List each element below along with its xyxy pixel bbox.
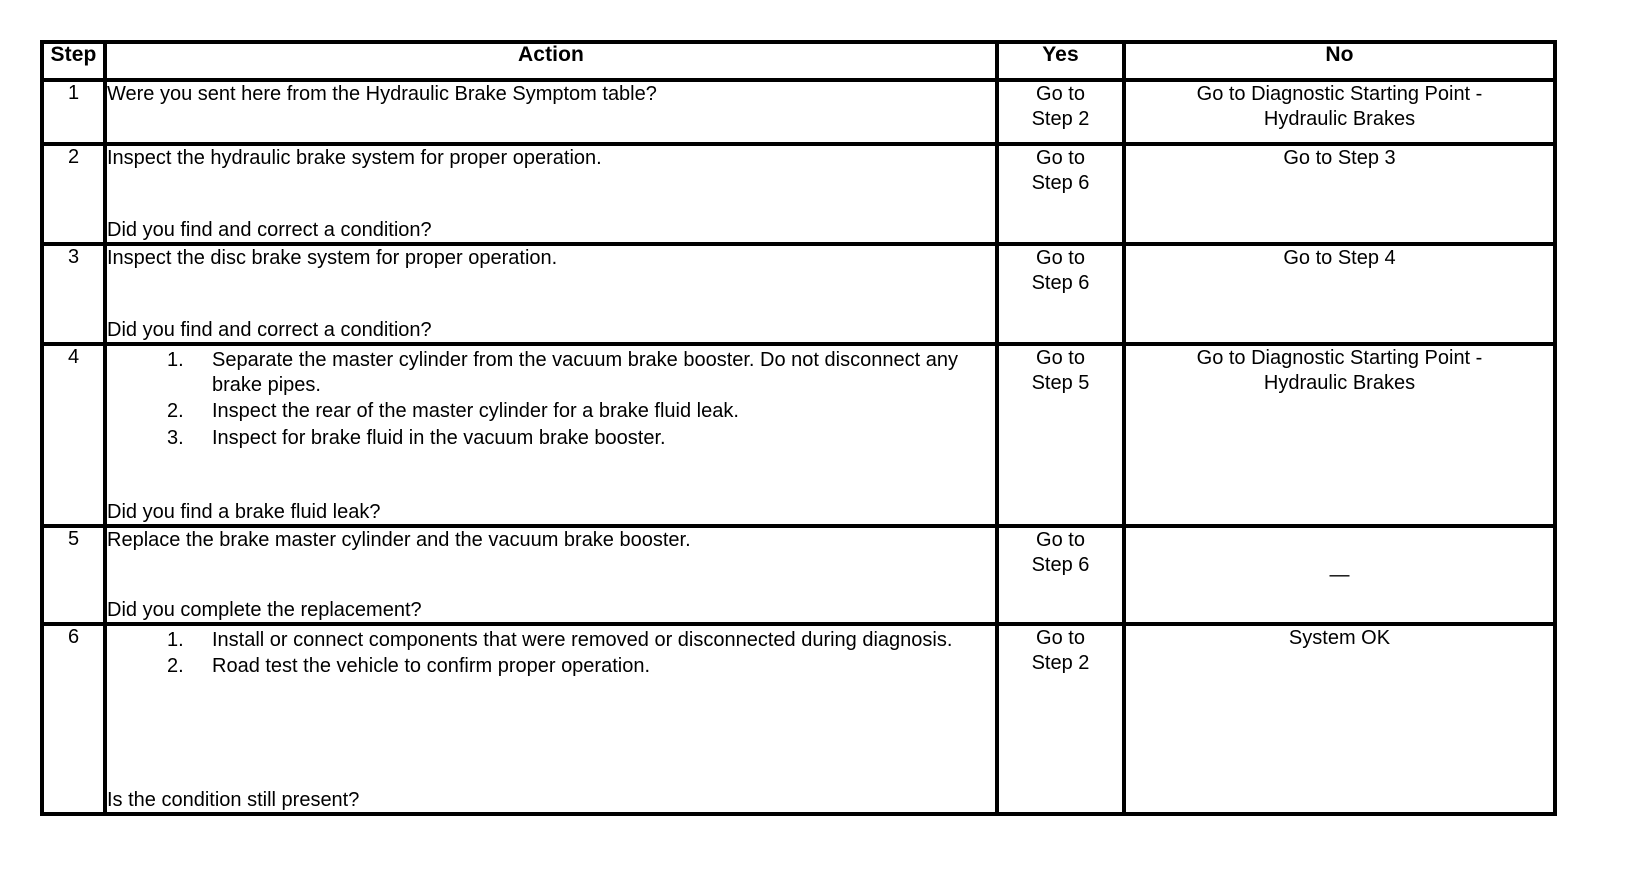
no-answer-line1: Go to Diagnostic Starting Point - [1196, 83, 1483, 105]
column-header-yes: Yes [995, 40, 1126, 82]
action-spacer [107, 452, 995, 500]
table-row: 3 Inspect the disc brake system for prop… [40, 242, 1557, 346]
yes-answer-line1: Go to [1036, 627, 1085, 649]
column-header-no: No [1122, 40, 1557, 82]
step-number: 4 [40, 342, 107, 528]
no-answer-cell: — [1122, 524, 1557, 626]
yes-answer-line1: Go to [1036, 347, 1085, 369]
step-number: 1 [40, 78, 107, 146]
action-spacer [107, 680, 995, 787]
table-body: 1 Were you sent here from the Hydraulic … [40, 78, 1557, 816]
action-step-item: Inspect the rear of the master cylinder … [167, 399, 739, 424]
yes-answer-line2: Step 6 [1031, 272, 1090, 294]
column-header-action: Action [103, 40, 999, 82]
action-step-list: Separate the master cylinder from the va… [107, 348, 995, 452]
yes-answer-line2: Step 6 [1031, 554, 1090, 576]
diagnostic-table: Step Action Yes No 1 Were you sent here … [40, 40, 1557, 816]
yes-answer-cell: Go to Step 6 [995, 142, 1126, 246]
table-row: 4 Separate the master cylinder from the … [40, 342, 1557, 528]
no-answer-cell: Go to Diagnostic Starting Point - Hydrau… [1122, 342, 1557, 528]
no-answer-line2: Hydraulic Brakes [1263, 372, 1416, 394]
yes-answer-line2: Step 2 [1031, 108, 1090, 130]
no-answer-line1: Go to Step 3 [1283, 147, 1396, 169]
step-number: 3 [40, 242, 107, 346]
no-answer-cell: Go to Diagnostic Starting Point - Hydrau… [1122, 78, 1557, 146]
action-cell: Inspect the disc brake system for proper… [103, 242, 999, 346]
action-step-item: Install or connect components that were … [167, 628, 953, 653]
yes-answer-line2: Step 5 [1031, 372, 1090, 394]
yes-answer-line1: Go to [1036, 83, 1085, 105]
action-cell: Install or connect components that were … [103, 622, 999, 816]
table-row: 5 Replace the brake master cylinder and … [40, 524, 1557, 626]
action-question-text: Did you complete the replacement? [107, 598, 422, 621]
action-cell: Replace the brake master cylinder and th… [103, 524, 999, 626]
table-header: Step Action Yes No [40, 40, 1557, 82]
diagnostic-table-container: Step Action Yes No 1 Were you sent here … [40, 40, 1557, 816]
action-spacer [107, 170, 995, 217]
no-answer-cell: System OK [1122, 622, 1557, 816]
action-spacer [107, 552, 995, 597]
step-number: 2 [40, 142, 107, 246]
step-number: 5 [40, 524, 107, 626]
no-answer-dash: — [1329, 563, 1350, 586]
action-cell: Were you sent here from the Hydraulic Br… [103, 78, 999, 146]
action-question-text: Did you find and correct a condition? [107, 318, 432, 341]
action-lead-text: Inspect the disc brake system for proper… [107, 247, 558, 269]
action-step-item: Inspect for brake fluid in the vacuum br… [167, 426, 666, 451]
table-row: 1 Were you sent here from the Hydraulic … [40, 78, 1557, 146]
action-question-text: Is the condition still present? [107, 788, 360, 811]
step-number: 6 [40, 622, 107, 816]
action-cell: Separate the master cylinder from the va… [103, 342, 999, 528]
yes-answer-cell: Go to Step 5 [995, 342, 1126, 528]
action-step-list: Install or connect components that were … [107, 628, 995, 680]
action-lead-text: Inspect the hydraulic brake system for p… [107, 147, 602, 169]
yes-answer-line2: Step 6 [1031, 172, 1090, 194]
action-lead-text: Were you sent here from the Hydraulic Br… [107, 83, 657, 105]
yes-answer-cell: Go to Step 2 [995, 622, 1126, 816]
no-answer-line1: System OK [1288, 627, 1391, 649]
table-row: 6 Install or connect components that wer… [40, 622, 1557, 816]
column-header-step: Step [40, 40, 107, 82]
no-answer-line2: Hydraulic Brakes [1263, 108, 1416, 130]
yes-answer-cell: Go to Step 6 [995, 242, 1126, 346]
action-question-text: Did you find a brake fluid leak? [107, 500, 381, 523]
action-spacer [107, 270, 995, 317]
yes-answer-line1: Go to [1036, 529, 1085, 551]
yes-answer-line1: Go to [1036, 147, 1085, 169]
table-header-row: Step Action Yes No [40, 40, 1557, 82]
no-answer-cell: Go to Step 3 [1122, 142, 1557, 246]
yes-answer-line2: Step 2 [1031, 652, 1090, 674]
action-step-item: Road test the vehicle to confirm proper … [167, 654, 651, 679]
action-question-text: Did you find and correct a condition? [107, 218, 432, 241]
no-answer-line1: Go to Step 4 [1283, 247, 1396, 269]
yes-answer-line1: Go to [1036, 247, 1085, 269]
yes-answer-cell: Go to Step 2 [995, 78, 1126, 146]
action-step-item: Separate the master cylinder from the va… [167, 348, 958, 397]
no-answer-line1: Go to Diagnostic Starting Point - [1196, 347, 1483, 369]
action-lead-text: Replace the brake master cylinder and th… [107, 529, 691, 551]
yes-answer-cell: Go to Step 6 [995, 524, 1126, 626]
action-cell: Inspect the hydraulic brake system for p… [103, 142, 999, 246]
no-answer-cell: Go to Step 4 [1122, 242, 1557, 346]
table-row: 2 Inspect the hydraulic brake system for… [40, 142, 1557, 246]
